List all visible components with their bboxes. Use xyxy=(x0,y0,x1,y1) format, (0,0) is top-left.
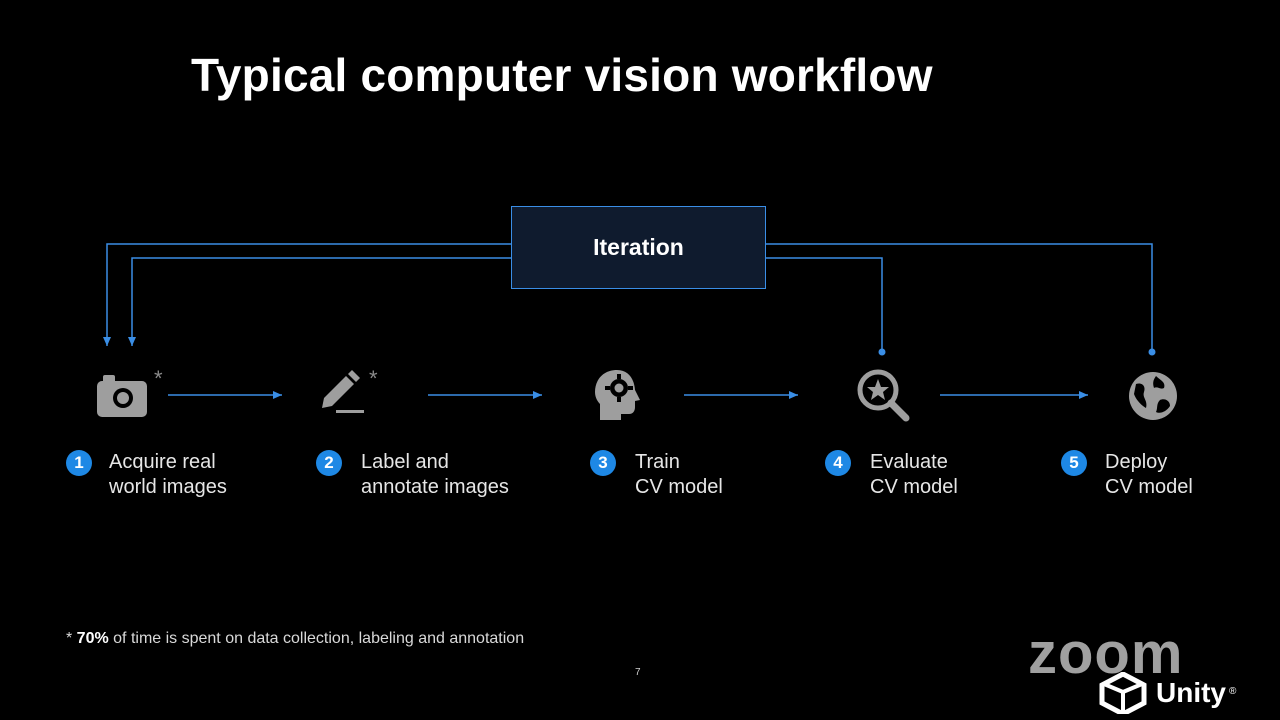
step-label-2-line1: Label and xyxy=(361,451,449,473)
step-badge-2: 2 xyxy=(316,450,342,476)
step-badge-5: 5 xyxy=(1061,450,1087,476)
footnote-text: of time is spent on data collection, lab… xyxy=(108,630,525,647)
unity-cube-icon xyxy=(1099,672,1147,714)
zoom-watermark: zoom xyxy=(1028,621,1184,686)
step-label-3-line2: CV model xyxy=(635,476,723,498)
slide-title: Typical computer vision workflow xyxy=(191,49,933,101)
step-label-5-line1: Deploy xyxy=(1105,451,1168,473)
step-label-1: Acquire real world images xyxy=(109,450,227,500)
step-2: 2 Label and annotate images xyxy=(316,450,509,500)
asterisk-step-1: * xyxy=(154,366,163,391)
footnote: * 70% of time is spent on data collectio… xyxy=(66,630,524,648)
step-label-5-line2: CV model xyxy=(1105,476,1193,498)
unity-registered-mark: ® xyxy=(1229,685,1237,697)
asterisk-step-2: * xyxy=(369,366,378,391)
step-badge-1: 1 xyxy=(66,450,92,476)
footnote-prefix: * xyxy=(66,630,77,647)
step-label-4-line1: Evaluate xyxy=(870,451,948,473)
loop-dot-evaluate xyxy=(878,348,886,356)
loop-line-inner xyxy=(128,257,883,352)
page-number: 7 xyxy=(635,667,641,678)
iteration-label: Iteration xyxy=(593,234,684,260)
step-label-3-line1: Train xyxy=(635,451,680,473)
loop-dot-deploy xyxy=(1148,348,1156,356)
step-label-2-line2: annotate images xyxy=(361,476,509,498)
step-badge-3: 3 xyxy=(590,450,616,476)
step-label-2: Label and annotate images xyxy=(361,450,509,500)
step-1: 1 Acquire real world images xyxy=(66,450,227,500)
globe-icon xyxy=(1129,372,1177,420)
step-label-5: Deploy CV model xyxy=(1105,450,1193,500)
step-label-4-line2: CV model xyxy=(870,476,958,498)
step-4: 4 Evaluate CV model xyxy=(825,450,958,500)
step-label-1-line2: world images xyxy=(109,476,227,498)
head-gear-icon xyxy=(595,370,640,420)
magnifier-star-icon xyxy=(857,369,910,422)
step-label-4: Evaluate CV model xyxy=(870,450,958,500)
step-3: 3 Train CV model xyxy=(590,450,723,500)
camera-icon xyxy=(97,375,147,417)
step-badge-4: 4 xyxy=(825,450,851,476)
step-5: 5 Deploy CV model xyxy=(1061,450,1193,500)
pencil-icon xyxy=(322,370,364,413)
unity-wordmark: Unity xyxy=(1156,677,1226,708)
step-label-3: Train CV model xyxy=(635,450,723,500)
iteration-box: Iteration xyxy=(511,206,766,289)
unity-logo: Unity ® xyxy=(1098,672,1236,714)
footnote-highlight: 70% xyxy=(76,630,109,647)
step-label-1-line1: Acquire real xyxy=(109,451,216,473)
